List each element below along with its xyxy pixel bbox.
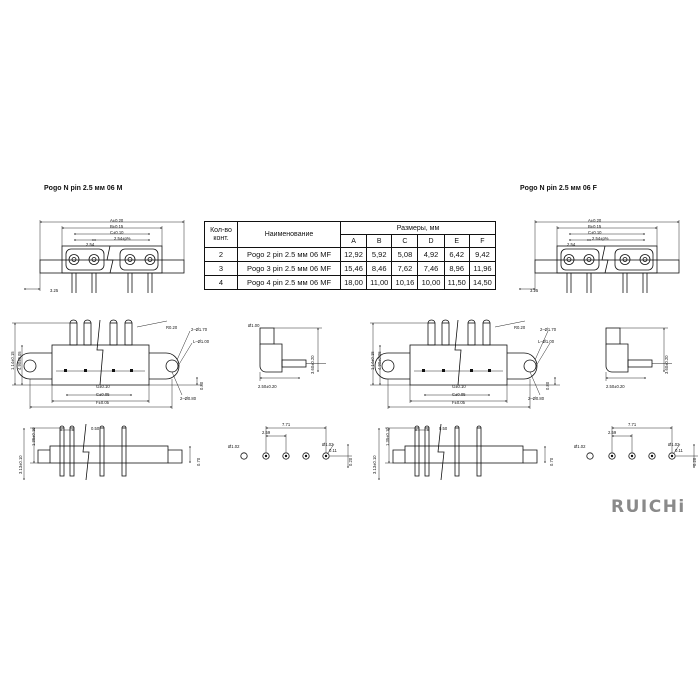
dim-020-label: 0.20	[348, 457, 353, 466]
dim-v490-label: 4.90±0.05	[17, 351, 22, 370]
dim-313-label: 3.13±0.10	[18, 455, 23, 474]
bottom-view-male	[24, 424, 190, 480]
dim-l100-label-f: L–Ø1.00	[538, 339, 555, 344]
dim-a-label-f: A±0.20	[588, 218, 602, 223]
dim-w250-label-f: 2.50±0.20	[606, 384, 625, 389]
dim-a-label: A±0.20	[110, 218, 124, 223]
dim-c-label-f: C±0.10	[588, 230, 602, 235]
dim-w250-label: 2.50±0.20	[258, 384, 277, 389]
brand-logo: RUICHi	[611, 497, 686, 517]
dim-c005-label: C±0.05	[96, 392, 110, 397]
dim-325-label-f: 3.25	[530, 288, 539, 293]
table-row: 3 Pogo 3 pin 2.5 мм 06 MF 15,46 8,46 7,6…	[204, 261, 497, 276]
dim-011-label: 0.11	[329, 448, 338, 453]
table-col-c: C	[391, 234, 419, 248]
dim-p102b-label: Ø1.02	[322, 442, 334, 447]
dim-c005-label-f: C±0.05	[452, 392, 466, 397]
dim-070-label-f: 0.70	[549, 457, 554, 466]
title-female: Pogo N pin 2.5 мм 06 F	[520, 185, 597, 192]
dimensions-table: Кол-во конт. Наименование Размеры, мм A …	[204, 221, 497, 290]
dim-070-label: 0.70	[196, 457, 201, 466]
dim-h080-label-f: 2–Ø0.80	[528, 396, 545, 401]
dim-135-label: 1.35±0.10	[31, 427, 36, 446]
dim-h080-label: 2–Ø0.80	[180, 396, 197, 401]
dim-771-label-f: 7.71	[628, 422, 637, 427]
dim-l100-label: L–Ø1.00	[193, 339, 210, 344]
dim-050-label-f: 0.50	[439, 426, 448, 431]
front-view-male	[24, 220, 184, 293]
dim-p102a-label: Ø1.02	[228, 444, 240, 449]
table-col-b: B	[366, 234, 393, 248]
table-col-a: A	[339, 234, 368, 248]
dim-254-label-f: 2.54	[567, 242, 576, 247]
title-male: Pogo N pin 2.5 мм 06 M	[44, 185, 123, 192]
dim-hole170-label-f: 2–Ø1.70	[540, 327, 557, 332]
table-col-d: D	[417, 234, 445, 248]
dim-hole170-label: 2–Ø1.70	[191, 327, 208, 332]
dim-v080-label: 0.80	[199, 381, 204, 390]
dim-020-label-f: 0.20	[692, 457, 697, 466]
dim-050-label: 0.50	[91, 426, 100, 431]
dim-325-label: 3.25	[50, 288, 59, 293]
spacing-detail-female	[587, 426, 698, 468]
dim-p102b-label-f: Ø1.02	[668, 442, 680, 447]
dim-v490-label-f: 4.90±0.05	[377, 351, 382, 370]
dim-c-label: C±0.10	[110, 230, 124, 235]
dim-313-label-f: 3.13±0.10	[372, 455, 377, 474]
dim-011-label-f: 0.11	[675, 448, 684, 453]
dim-v080-label-f: 0.80	[545, 381, 550, 390]
spacing-detail-male	[241, 426, 352, 468]
dim-g010-label: G±0.10	[96, 384, 110, 389]
dim-p102a-label-f: Ø1.02	[574, 444, 586, 449]
dim-pin100-label: Ø1.00	[248, 323, 260, 328]
dim-135-label-f: 1.35±0.10	[385, 427, 390, 446]
pin-detail-female	[606, 328, 672, 381]
dim-v360-label-f: 3.60±0.20	[664, 355, 669, 374]
dim-771-label: 7.71	[282, 422, 291, 427]
dim-254-label: 2.54	[86, 242, 95, 247]
table-head-qty: Кол-во конт.	[204, 221, 238, 248]
dim-f005-label: F±0.05	[96, 400, 110, 405]
dim-259-label-f: 2.59	[608, 430, 617, 435]
dim-r020-label: R0.20	[166, 325, 178, 330]
dim-pitch-label-f: 2.54±p%	[592, 236, 609, 241]
table-row: 4 Pogo 4 pin 2.5 мм 06 MF 18,00 11,00 10…	[204, 275, 497, 290]
dim-259-label: 2.59	[262, 430, 271, 435]
dim-r020-label-f: R0.20	[514, 325, 526, 330]
table-head-dims: Размеры, мм	[340, 221, 496, 235]
dim-pitch-label: 2.54±p%	[114, 236, 131, 241]
pin-detail-male	[260, 328, 326, 381]
table-row: 2 Pogo 2 pin 2.5 мм 06 MF 12,92 5,92 5,0…	[204, 247, 497, 262]
dim-v140-label-f: 1.14±0.15	[370, 351, 375, 370]
table-col-e: E	[443, 234, 470, 248]
dim-v360-label: 3.60±0.20	[310, 355, 315, 374]
dim-g010-label-f: G±0.10	[452, 384, 466, 389]
dim-b-label-f: B±0.15	[588, 224, 602, 229]
bottom-view-female	[379, 424, 545, 480]
dim-f005-label-f: F±0.05	[452, 400, 466, 405]
dim-v140-label: 1.14±0.15	[10, 351, 15, 370]
table-head-name: Наименование	[237, 221, 341, 248]
table-col-f: F	[468, 234, 497, 248]
dim-b-label: B±0.15	[110, 224, 124, 229]
